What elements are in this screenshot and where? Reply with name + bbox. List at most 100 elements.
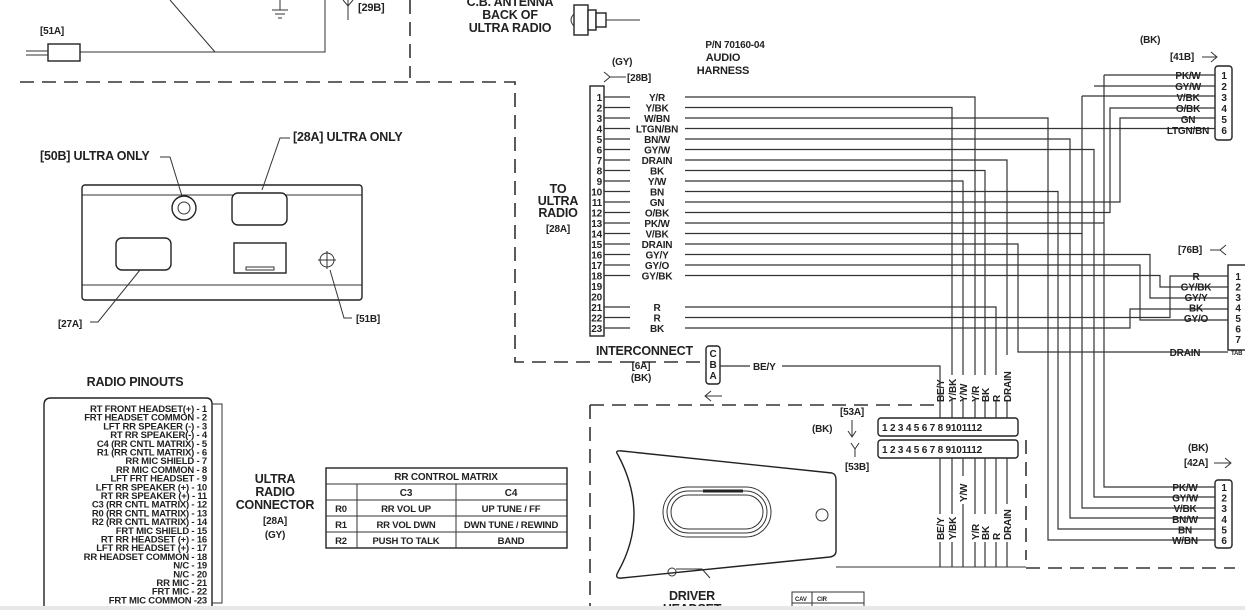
conn-53b-wire-label: DRAIN bbox=[1003, 509, 1014, 540]
harness-pin-number: 4 bbox=[597, 125, 603, 136]
harness-wire bbox=[604, 308, 1228, 329]
pinout-item: N/C - 20 bbox=[173, 569, 207, 580]
interconnect-title: INTERCONNECT bbox=[596, 344, 693, 358]
radio-pinouts: RADIO PINOUTS RT FRONT HEADSET(+) - 1 FRT… bbox=[43, 375, 223, 610]
harness-wire bbox=[604, 253, 1228, 299]
harness-wire bbox=[604, 148, 1215, 498]
conn-76b-wire-label: BK bbox=[1189, 304, 1204, 315]
conn-53b-wire-label: BK bbox=[981, 525, 992, 540]
harness-pin-number: 12 bbox=[591, 209, 602, 220]
connector-label-4: [28A] bbox=[263, 516, 287, 527]
conn-41b-wire-label: PK/W bbox=[1175, 71, 1201, 82]
conn-76b-tab: TAB bbox=[1231, 351, 1243, 357]
interconnect-pin-a: A bbox=[709, 371, 716, 382]
harness-wire-label: LTGN/BN bbox=[636, 125, 678, 136]
conn-42a-pin-number: 2 bbox=[1221, 494, 1227, 505]
antenna-connector-icon bbox=[570, 4, 640, 36]
conn-41b-ref: [41B] bbox=[1170, 52, 1194, 63]
pinout-item: LFT RR HEADSET (+) - 17 bbox=[96, 543, 207, 554]
label-50b-ultra-only: [50B] ULTRA ONLY bbox=[40, 149, 150, 163]
cb-antenna-line1: C.B. ANTENNA bbox=[467, 0, 554, 9]
pinouts-title: RADIO PINOUTS bbox=[87, 375, 184, 389]
harness-wire bbox=[604, 96, 976, 418]
conn-53b-wire-label: R bbox=[992, 532, 1003, 540]
pinout-item: C3 (RR CNTL MATRIX) - 12 bbox=[92, 500, 207, 511]
cir-header: CIR bbox=[817, 597, 828, 603]
conn-41b-pin-number: 1 bbox=[1221, 71, 1227, 82]
conn-41b-wire-label: LTGN/BN bbox=[1167, 126, 1209, 137]
harness-pin-number: 21 bbox=[591, 303, 602, 314]
matrix-col-c3: C3 bbox=[400, 488, 413, 499]
ultra-radio-connector-label: ULTRA RADIO CONNECTOR [28A] (GY) bbox=[236, 472, 315, 541]
harness-header: P/N 70160-04 AUDIO HARNESS (GY) [28B] TO… bbox=[538, 40, 766, 235]
connector-label-1: ULTRA bbox=[255, 472, 296, 486]
pinout-item: RT FRONT HEADSET(+) - 1 bbox=[90, 404, 208, 415]
harness-pin-number: 5 bbox=[597, 135, 603, 146]
matrix-cell: UP TUNE / FF bbox=[482, 504, 541, 515]
matrix-cell: R0 bbox=[335, 504, 347, 515]
wires bbox=[604, 74, 1228, 567]
antenna-jack bbox=[171, 195, 197, 221]
conn-42a-wire-label: GY/W bbox=[1172, 494, 1199, 505]
harness-wire-label: PK/W bbox=[644, 219, 670, 230]
label-backing bbox=[970, 514, 980, 542]
connector-label-5: (GY) bbox=[265, 530, 285, 541]
driver-headset-drawing: DRIVER HEADSET CAV CIR bbox=[615, 450, 1026, 610]
conn-53a-wire-label: DRAIN bbox=[1003, 371, 1014, 402]
harness-pin-number: 16 bbox=[591, 251, 602, 262]
harness-wire-label: Y/BK bbox=[645, 104, 669, 115]
harness-wire-label: GY/Y bbox=[645, 251, 669, 262]
conn-42a-pin-number: 4 bbox=[1221, 515, 1227, 526]
conn-53b-ref: [53B] bbox=[845, 462, 869, 473]
conn-42a-wire-label: PK/W bbox=[1172, 483, 1198, 494]
matrix-cell: R2 bbox=[335, 536, 347, 547]
conn-53a-pins: 1 2 3 4 5 6 7 8 9101112 bbox=[882, 423, 983, 434]
conn-41b-wire-label: O/BK bbox=[1176, 104, 1201, 115]
label-backing bbox=[1002, 355, 1012, 400]
conn-76b-pin-number: 4 bbox=[1235, 304, 1241, 315]
pinout-item: LFT RR SPEAKER (+) - 10 bbox=[96, 482, 207, 493]
connector-76b bbox=[1227, 264, 1245, 351]
conn-76b-wire-label: GY/O bbox=[1184, 314, 1209, 325]
matrix-cell: PUSH TO TALK bbox=[373, 536, 440, 547]
label-backing bbox=[970, 375, 980, 400]
pinout-item: RT RR SPEAKER(-) - 4 bbox=[110, 430, 208, 441]
driver-label: DRIVER bbox=[669, 589, 715, 603]
harness-wire-label: BN bbox=[650, 188, 664, 199]
conn-41b-color: (BK) bbox=[1140, 35, 1160, 46]
label-27a: [27A] bbox=[58, 319, 82, 330]
conn-76b-pin-number: 5 bbox=[1235, 314, 1241, 325]
harness-pin-number: 20 bbox=[591, 293, 602, 304]
ground-icon bbox=[272, 0, 288, 19]
interconnect-color: (BK) bbox=[631, 373, 651, 384]
pinout-item: FRT MIC COMMON -23 bbox=[109, 595, 207, 606]
harness-pin-number: 6 bbox=[597, 146, 603, 157]
harness-wire-label: O/BK bbox=[645, 209, 670, 220]
harness-wire-label: GN bbox=[650, 198, 665, 209]
harness-wire-label: Y/W bbox=[648, 177, 667, 188]
harness-wire-label: BN/W bbox=[644, 135, 671, 146]
conn-42a-pin-number: 6 bbox=[1221, 536, 1227, 547]
label-backing bbox=[980, 514, 990, 542]
conn-53b-wire-label: Y/W bbox=[959, 483, 970, 502]
harness-wire-label: BK bbox=[650, 324, 665, 335]
matrix-cell: RR VOL UP bbox=[381, 504, 432, 515]
label-backing bbox=[991, 514, 1001, 542]
ref-51a: [51A] bbox=[40, 26, 64, 37]
connector-refs: (BK) [41B] [76B] (BK) [42A] INTERCONNECT… bbox=[596, 35, 1232, 473]
conn-53b-wire-label: Y/R bbox=[971, 523, 982, 540]
harness-wire bbox=[604, 169, 986, 418]
conn-42a-wire-label: W/BN bbox=[1172, 536, 1198, 547]
harness-wire bbox=[604, 243, 1228, 353]
conn-53a-wire-label: R bbox=[992, 394, 1003, 402]
conn-53b-wire-label: Y/BK bbox=[948, 516, 959, 540]
conn-76b-wire-label: R bbox=[1192, 272, 1200, 283]
conn-42a-pin-number: 3 bbox=[1221, 504, 1227, 515]
conn-76b-pin-number: 1 bbox=[1235, 272, 1241, 283]
conn-41b-pin-number: 2 bbox=[1221, 82, 1227, 93]
harness-pin-number: 10 bbox=[591, 188, 602, 199]
label-backing bbox=[980, 375, 990, 400]
label-51b: [51B] bbox=[356, 314, 380, 325]
label-backing bbox=[1002, 504, 1012, 542]
